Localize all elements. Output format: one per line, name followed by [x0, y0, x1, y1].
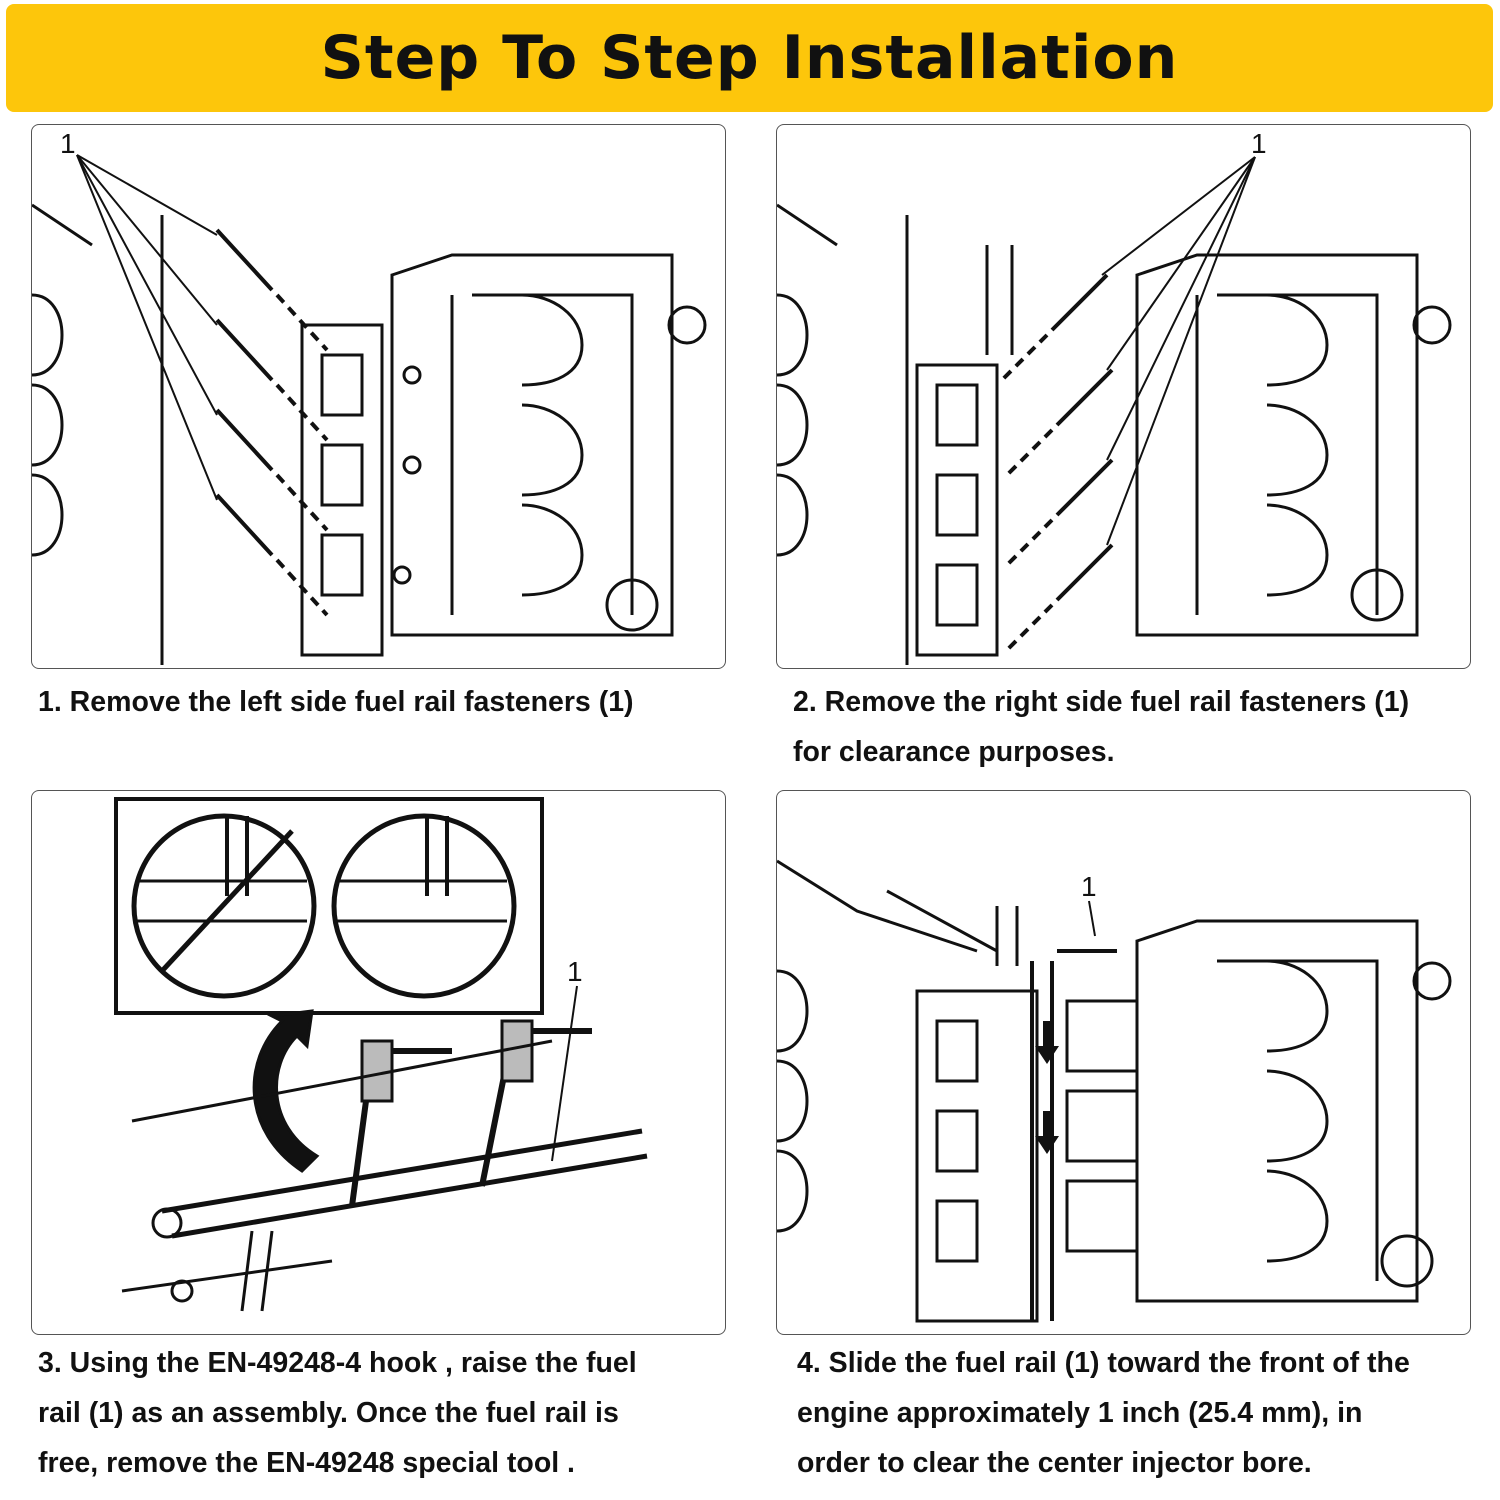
leader-lines — [1101, 156, 1256, 546]
step-1-caption: 1. Remove the left side fuel rail fasten… — [38, 677, 738, 727]
step-2-caption: 2. Remove the right side fuel rail faste… — [793, 677, 1493, 777]
page-title: Step To Step Installation — [320, 23, 1179, 93]
engine-drawing — [777, 203, 1452, 665]
caption-line: 1. Remove the left side fuel rail fasten… — [38, 686, 634, 718]
step-4-caption: 4. Slide the fuel rail (1) toward the fr… — [797, 1338, 1497, 1488]
engine-drawing — [32, 203, 707, 665]
callout-label: 1 — [1081, 871, 1097, 902]
caption-line: 4. Slide the fuel rail (1) toward the fr… — [797, 1347, 1410, 1379]
caption-line: 3. Using the EN-49248-4 hook , raise the… — [38, 1347, 637, 1379]
step-4-illustration: 1 — [776, 790, 1471, 1335]
caption-line: 2. Remove the right side fuel rail faste… — [793, 686, 1410, 718]
engine-drawing — [777, 859, 1452, 1323]
callout-label: 1 — [1251, 128, 1267, 159]
lift-arrow-icon — [252, 1009, 320, 1173]
step-2-illustration: 1 — [776, 124, 1471, 669]
leader-line — [1088, 900, 1096, 937]
slide-arrow-icons — [1035, 1021, 1059, 1154]
caption-line: free, remove the EN-49248 special tool . — [38, 1447, 575, 1479]
caption-line: engine approximately 1 inch (25.4 mm), i… — [797, 1397, 1363, 1429]
caption-line: rail (1) as an assembly. Once the fuel r… — [38, 1397, 619, 1429]
caption-line: order to clear the center injector bore. — [797, 1447, 1312, 1479]
step-3-caption: 3. Using the EN-49248-4 hook , raise the… — [38, 1338, 738, 1488]
bolt-icons — [1000, 273, 1114, 652]
leader-lines — [76, 154, 218, 501]
leader-line — [551, 985, 578, 1162]
callout-label: 1 — [567, 956, 583, 987]
step-1-illustration: 1 — [31, 124, 726, 669]
caption-line: for clearance purposes. — [793, 736, 1115, 768]
prohibited-slash — [160, 829, 294, 973]
inset-box — [114, 797, 544, 1015]
title-banner: Step To Step Installation — [6, 4, 1493, 112]
fuel-rail — [121, 1019, 648, 1312]
callout-label: 1 — [60, 128, 76, 159]
bolt-icons — [215, 228, 329, 617]
step-3-illustration: 1 — [31, 790, 726, 1335]
